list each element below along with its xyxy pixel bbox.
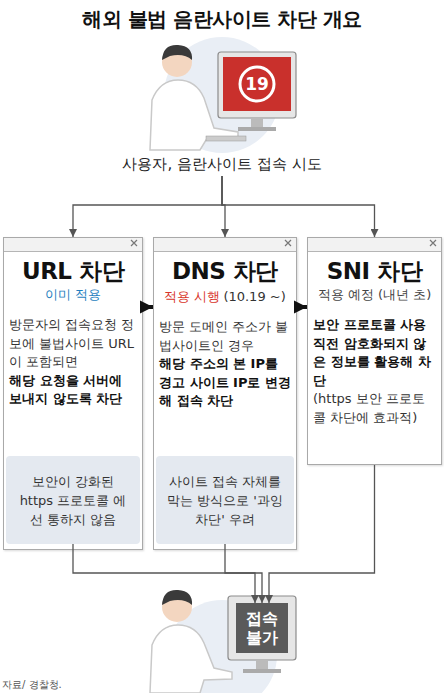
age-ring xyxy=(240,67,274,101)
flow-connector xyxy=(225,544,262,603)
caption-text: 사용자, 음란사이트 접속 시도 xyxy=(72,152,372,176)
description-text: (https 보안 프로토콜 차단에 효과적) xyxy=(313,390,436,427)
note-box: 사이트 접속 자체를 막는 방식으로 '과잉 차단' 우려 xyxy=(156,456,294,544)
status-text: 이미 적용 xyxy=(9,286,137,304)
close-icon xyxy=(430,240,436,246)
age-rating: 19 xyxy=(239,74,275,94)
description-text: 해당 요청을 서버에 보내지 않도록 차단 xyxy=(9,372,137,409)
close-icon xyxy=(285,240,291,246)
close-icon xyxy=(131,240,137,246)
method-title: DNS 차단 xyxy=(159,256,291,286)
screen-text: 접속 불가 xyxy=(236,609,288,647)
flow-connector xyxy=(222,176,225,237)
flow-connector xyxy=(222,176,375,237)
description-text: 해당 주소의 본 IP를 경고 사이트 IP로 변경해 접속 차단 xyxy=(159,355,291,411)
monitor-stand xyxy=(251,118,263,128)
date-text: (10.19 ~) xyxy=(223,288,285,306)
monitor-base xyxy=(238,127,276,131)
note-text: 사이트 접속 자체를 막는 방식으로 '과잉 차단' 우려 xyxy=(164,472,286,529)
method-window: DNS 차단적용 시행(10.19 ~) 방문 도메인 주소가 불법사이트인 경우… xyxy=(153,237,297,550)
description-text: 방문 도메인 주소가 불법사이트인 경우 xyxy=(159,318,291,355)
monitor-screen xyxy=(223,57,291,111)
status-text: 적용 시행 xyxy=(164,288,220,306)
actor-caption: 사용자, 음란사이트 접속 시도 xyxy=(72,152,372,176)
note-text: 보안이 강화된 https 프로토콜 에선 통하지 않음 xyxy=(14,472,132,529)
user-body xyxy=(150,625,232,693)
status-text: 적용 예정 (내년 초) xyxy=(313,286,436,304)
method-title: URL 차단 xyxy=(9,256,137,286)
sequence-arrow xyxy=(297,305,307,309)
flow-connector xyxy=(269,465,375,603)
monitor-frame xyxy=(228,596,296,660)
monitor-frame xyxy=(218,52,296,118)
user-hair xyxy=(162,590,192,605)
sequence-arrow xyxy=(143,305,153,309)
method-window: SNI 차단적용 예정 (내년 초) 보안 프로토콜 사용 직전 암호화되지 않은… xyxy=(307,237,442,465)
blocked-screen: 접속 불가 xyxy=(236,603,288,653)
source-note: 자료/ 경찰청. xyxy=(2,679,122,691)
monitor-stand xyxy=(256,660,268,670)
connector-group xyxy=(73,176,375,603)
method-title: SNI 차단 xyxy=(313,256,436,286)
description-text: 보안 프로토콜 사용 직전 암호화되지 않은 정보를 활용해 차단 xyxy=(313,316,436,390)
flow-connector xyxy=(73,176,222,237)
monitor-base xyxy=(243,669,281,673)
title: 해외 불법 음란사이트 차단 개요 xyxy=(0,6,444,33)
method-window: URL 차단이미 적용방문자의 접속요청 정보에 불법사이트 URL이 포함되면… xyxy=(3,237,143,550)
keyboard xyxy=(206,136,246,141)
description-text: 방문자의 접속요청 정보에 불법사이트 URL이 포함되면 xyxy=(9,316,137,372)
user-hair xyxy=(162,45,192,60)
flow-connector xyxy=(73,544,255,603)
note-box: 보안이 강화된 https 프로토콜 에선 통하지 않음 xyxy=(6,456,140,544)
